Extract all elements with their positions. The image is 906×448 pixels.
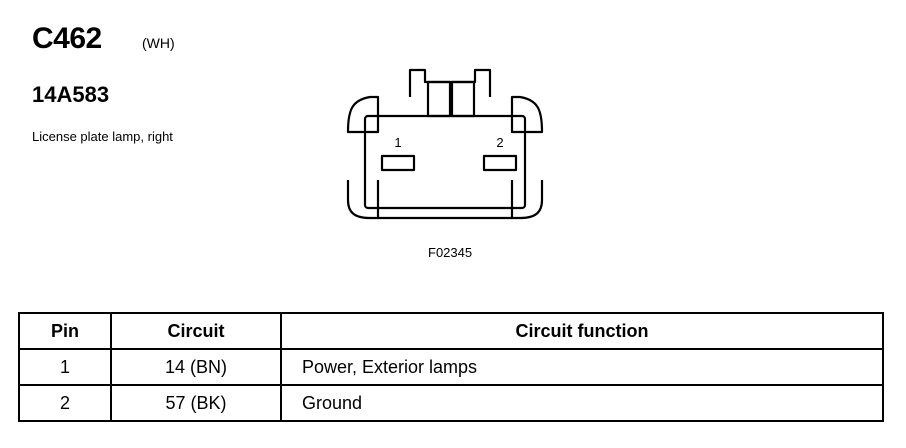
table-row: 1 14 (BN) Power, Exterior lamps — [18, 348, 884, 386]
header-circuit-function: Circuit function — [280, 312, 884, 350]
table-row: 2 57 (BK) Ground — [18, 384, 884, 422]
latch-inner-left — [426, 80, 452, 118]
figure-id: F02345 — [428, 245, 473, 260]
connector-shell-top-right — [510, 95, 544, 134]
connector-shell-bottom-left — [346, 180, 380, 220]
pin-table: Pin Circuit Circuit function 1 14 (BN) P… — [18, 312, 884, 422]
latch-inner-right — [450, 80, 476, 118]
cell-pin: 2 — [18, 384, 112, 422]
pin-label-1: 1 — [394, 135, 401, 150]
connector-face-diagram: 1 2 — [346, 68, 544, 220]
header-circuit: Circuit — [110, 312, 282, 350]
connector-title: C462 — [32, 22, 102, 55]
cell-circuit-function: Power, Exterior lamps — [280, 348, 884, 386]
connector-shell-bottom-right — [510, 180, 544, 220]
cell-circuit: 14 (BN) — [110, 348, 282, 386]
table-header-row: Pin Circuit Circuit function — [18, 312, 884, 350]
terminal-1 — [380, 154, 416, 172]
connector-body — [363, 114, 527, 210]
cell-pin: 1 — [18, 348, 112, 386]
cell-circuit: 57 (BK) — [110, 384, 282, 422]
connector-description: License plate lamp, right — [32, 129, 173, 144]
connector-shell-top-left — [346, 95, 380, 134]
cell-circuit-function: Ground — [280, 384, 884, 422]
part-number: 14A583 — [32, 82, 110, 107]
connector-color: (WH) — [142, 35, 175, 51]
terminal-2 — [482, 154, 518, 172]
header-pin: Pin — [18, 312, 112, 350]
pin-label-2: 2 — [496, 135, 503, 150]
